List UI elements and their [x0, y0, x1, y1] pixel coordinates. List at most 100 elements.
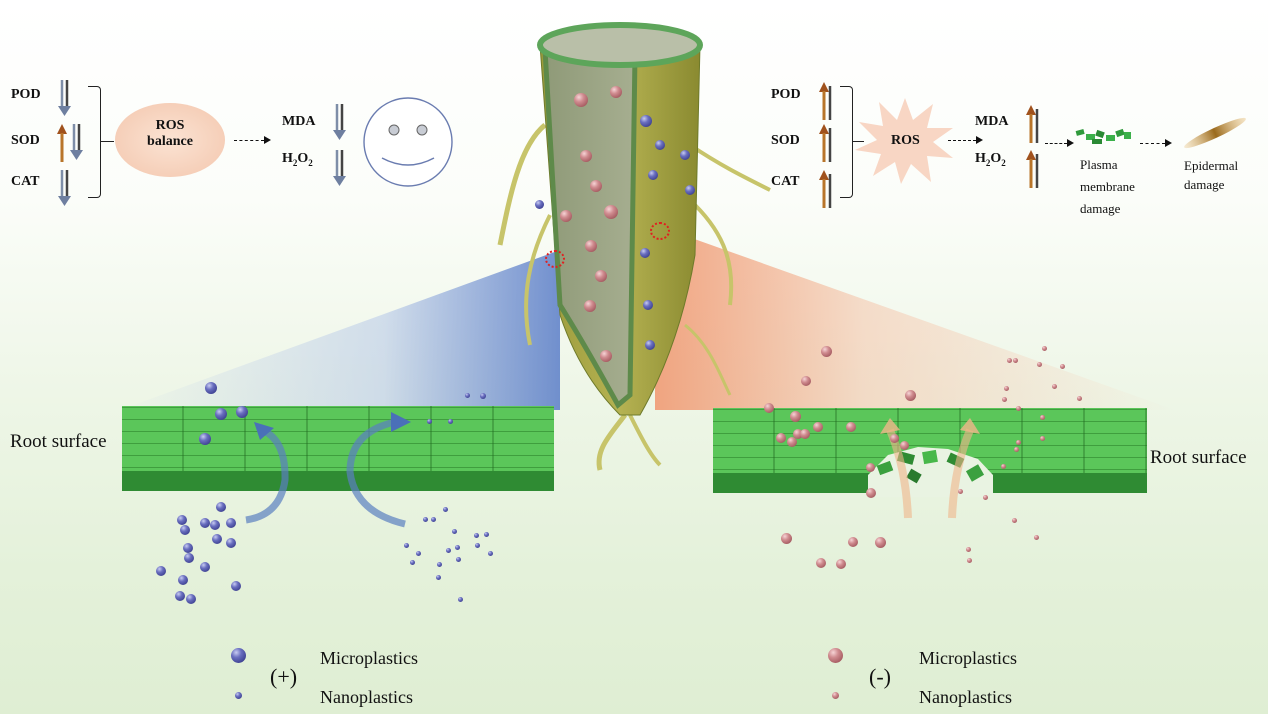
- microplastic-particle: [813, 422, 823, 432]
- nanoplastic-particle: [465, 393, 470, 398]
- nanoplastic-particle: [966, 547, 971, 552]
- microplastic-particle: [183, 543, 193, 553]
- enzyme-label-sod-left: SOD: [11, 133, 40, 148]
- microplastic-particle: [655, 140, 665, 150]
- microplastic-particle: [604, 205, 618, 219]
- nanoplastic-particle: [1007, 358, 1012, 363]
- microplastic-particle: [645, 340, 655, 350]
- positive-effect-sign: (+): [270, 664, 298, 689]
- microplastic-particle: [643, 300, 653, 310]
- ros-label: ROS: [155, 118, 185, 133]
- enzyme-label-pod-right: POD: [771, 87, 801, 102]
- nanoplastic-particle: [488, 551, 493, 556]
- microplastic-particle: [212, 534, 222, 544]
- root-surface-label-right: Root surface: [1150, 447, 1247, 468]
- nanoplastic-particle: [404, 543, 409, 548]
- bracket-connector: [100, 141, 114, 142]
- microplastic-particle: [648, 170, 658, 180]
- microplastic-particle: [866, 488, 876, 498]
- negative-effect-sign: (-): [869, 664, 891, 689]
- microplastic-particle: [800, 429, 810, 439]
- microplastic-particle: [200, 518, 210, 528]
- nanoplastic-particle: [474, 533, 479, 538]
- microplastic-particle: [790, 411, 801, 422]
- microplastic-particle: [216, 502, 226, 512]
- microplastic-particle: [210, 520, 220, 530]
- microplastic-particle: [205, 382, 217, 394]
- enzyme-label-cat-right: CAT: [771, 174, 800, 189]
- microplastic-particle: [905, 390, 916, 401]
- uptake-arrow-icon: [245, 422, 289, 524]
- microplastic-particle: [875, 537, 886, 548]
- microplastic-particle: [900, 441, 909, 450]
- microplastic-particle: [180, 525, 190, 535]
- microplastic-particle: [793, 429, 803, 439]
- nanoplastic-particle: [480, 393, 486, 399]
- nanoplastic-particle: [1016, 440, 1021, 445]
- microplastic-legend-icon: [231, 648, 246, 663]
- microplastic-particle: [236, 406, 248, 418]
- nanoplastic-particle: [443, 507, 448, 512]
- nanoplastic-particle: [455, 545, 460, 550]
- ros-balance-ellipse: ROS balance: [115, 103, 225, 177]
- highlight-circle: [650, 222, 670, 240]
- microplastic-particle: [186, 594, 196, 604]
- enzyme-label-pod-left: POD: [11, 87, 41, 102]
- microplastic-particle: [640, 248, 650, 258]
- marker-label-h2o2-right: H2O2: [975, 151, 1006, 168]
- nanoplastic-particle: [475, 543, 480, 548]
- nanoplastic-legend-icon: [832, 692, 839, 699]
- nanoplastic-particle: [437, 562, 442, 567]
- microplastic-particle: [231, 581, 241, 591]
- ros-burst-icon: [855, 98, 953, 184]
- microplastic-particle: [580, 150, 592, 162]
- microplastic-particle: [764, 403, 774, 413]
- microplastic-particle: [560, 210, 572, 222]
- uptake-arrow-icon: [346, 412, 411, 528]
- microplastic-particle: [816, 558, 826, 568]
- down-arrow-icon: [333, 150, 346, 186]
- root-surface-label-left: Root surface: [10, 431, 107, 452]
- nanoplastic-particle: [1060, 364, 1065, 369]
- nanoplastic-particle: [1004, 386, 1009, 391]
- microplastic-particle: [574, 93, 588, 107]
- nanoplastic-particle: [1042, 346, 1047, 351]
- nanoplastic-particle: [1037, 362, 1042, 367]
- marker-label-mda-left: MDA: [282, 114, 316, 129]
- nanoplastic-particle: [1002, 397, 1007, 402]
- nanoplastic-particle: [1013, 358, 1018, 363]
- nanoplastic-particle: [446, 548, 451, 553]
- nanoplastic-particle: [427, 419, 432, 424]
- microplastic-particle: [590, 180, 602, 192]
- microplastic-particle: [610, 86, 622, 98]
- nanoplastic-legend-icon: [235, 692, 242, 699]
- microplastic-particle: [585, 240, 597, 252]
- nanoplastic-particle: [416, 551, 421, 556]
- nanoplastic-particle: [967, 558, 972, 563]
- microplastic-particle: [680, 150, 690, 160]
- root-surface-left: [122, 406, 554, 491]
- microplastic-particle: [178, 575, 188, 585]
- microplastic-particle: [836, 559, 846, 569]
- up-arrow-icon: [819, 170, 832, 208]
- up-arrow-icon: [819, 82, 832, 120]
- release-arrow-icon: [880, 418, 912, 519]
- nanoplastic-particle: [423, 517, 428, 522]
- plasma-membrane-damage-label: Plasma membrane damage: [1080, 157, 1135, 216]
- nanoplastic-particle: [456, 557, 461, 562]
- nanoplastic-particle: [436, 575, 441, 580]
- legend-microplastics-label: Microplastics: [919, 648, 1017, 668]
- nanoplastic-particle: [1052, 384, 1057, 389]
- up-arrow-icon: [1026, 150, 1039, 188]
- microplastic-particle: [584, 300, 596, 312]
- release-arrow-icon: [948, 418, 980, 519]
- balance-label: balance: [147, 134, 193, 149]
- microplastic-particle: [801, 376, 811, 386]
- microplastic-particle: [848, 537, 858, 547]
- microplastic-particle: [175, 591, 185, 601]
- microplastic-particle: [226, 538, 236, 548]
- microplastic-particle: [535, 200, 544, 209]
- legend-microplastics-label: Microplastics: [320, 648, 418, 668]
- microplastic-particle: [177, 515, 187, 525]
- microplastic-particle: [156, 566, 166, 576]
